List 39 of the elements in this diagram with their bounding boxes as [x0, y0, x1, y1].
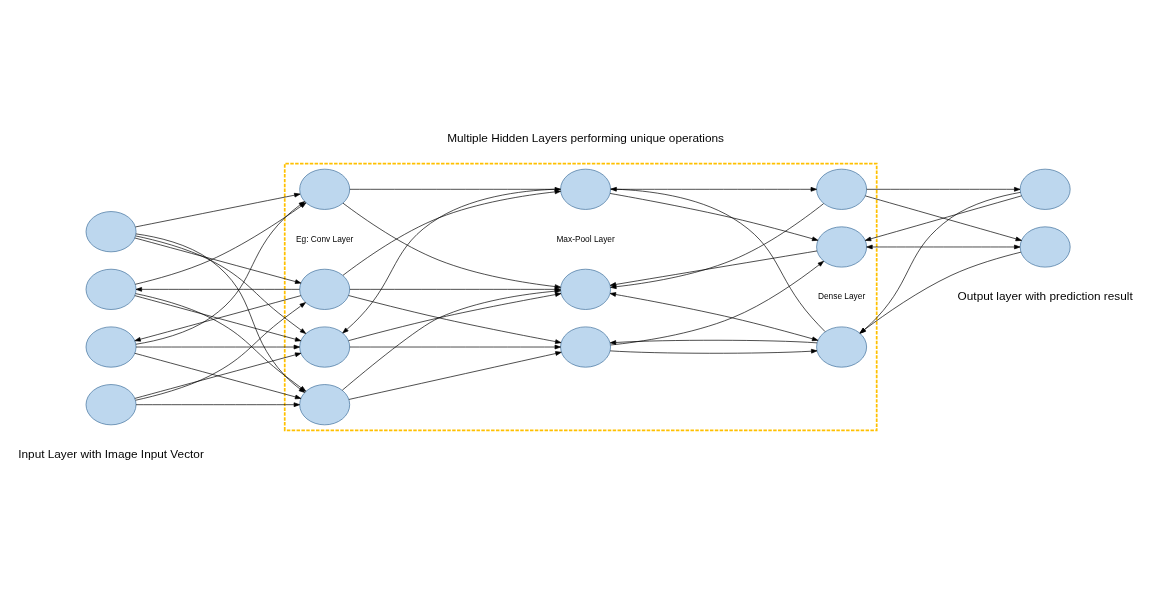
arrow [135, 235, 307, 334]
label: Input Layer with Image Input Vector [18, 446, 204, 461]
arrow [866, 244, 1021, 250]
arrow [349, 344, 561, 350]
arrow [135, 287, 300, 292]
arrow [135, 192, 301, 228]
node-circle [1019, 168, 1071, 210]
arrow [866, 187, 1021, 192]
label: Multiple Hidden Layers performing unique operations [447, 131, 724, 146]
node-circle [560, 326, 611, 368]
node-circle [560, 268, 611, 310]
node-circle [85, 268, 137, 310]
label: Eg: Conv Layer [295, 233, 354, 244]
label: Max-Pool Layer [556, 233, 615, 244]
node-circle [560, 168, 611, 210]
label: Dense Layer [817, 291, 866, 302]
arrow [134, 237, 302, 284]
arrow [135, 402, 300, 407]
node-circle [1019, 226, 1071, 268]
arrow [859, 251, 1022, 334]
label: Output layer with prediction result [957, 288, 1133, 303]
node-circle [85, 326, 137, 368]
node-circle [816, 168, 867, 210]
arrow [342, 202, 561, 289]
arrow [135, 344, 300, 350]
arrow [349, 187, 561, 192]
node-circle [85, 384, 137, 426]
arrow [859, 192, 1021, 334]
arrow [609, 193, 819, 241]
cluster [283, 162, 878, 432]
arrow [348, 351, 562, 400]
arrow [342, 189, 561, 276]
arrow [610, 187, 817, 192]
arrow [134, 295, 302, 342]
node-circle [85, 211, 137, 253]
arrow [609, 339, 818, 345]
arrow [609, 292, 819, 342]
arrow [864, 195, 1022, 242]
arrow [609, 348, 818, 354]
